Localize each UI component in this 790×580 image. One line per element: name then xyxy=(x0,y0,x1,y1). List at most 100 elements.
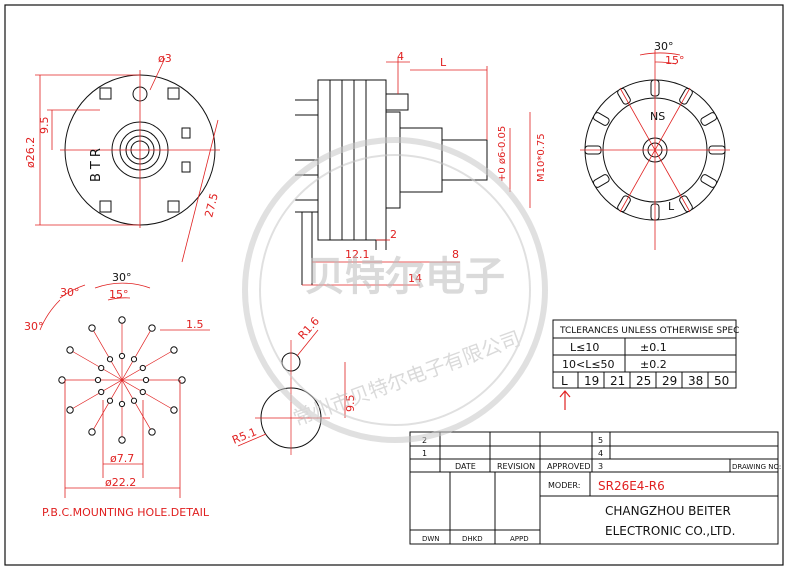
dim-body-dia: ø26.2 xyxy=(24,137,37,168)
pcb-hole xyxy=(118,436,126,444)
label-ns: NS xyxy=(650,110,665,123)
pcb-hole xyxy=(58,376,66,384)
terminal-pin xyxy=(679,87,693,105)
terminal-pin xyxy=(592,112,610,126)
tolerance-l-value: 21 xyxy=(610,374,625,388)
pcb-dim-22-2: ø22.2 xyxy=(105,476,136,489)
pcb-dim-15: 15° xyxy=(109,288,129,301)
tolerance-range-1: L≤10 xyxy=(570,341,599,354)
title-dhkd: DHKD xyxy=(462,535,483,543)
pcb-ray xyxy=(121,379,153,433)
pcb-hole xyxy=(170,406,178,414)
title-idx-3: 3 xyxy=(598,462,603,471)
hole-detail xyxy=(237,329,346,455)
pcb-hole xyxy=(148,324,156,332)
title-rev-1: 1 xyxy=(422,449,427,458)
pcb-ray xyxy=(121,349,175,381)
dim-hole-dia: ø3 xyxy=(158,52,172,65)
tolerance-range-2: 10<L≤50 xyxy=(562,358,615,371)
dim-8: 8 xyxy=(452,248,459,261)
dim-angle-15: 15° xyxy=(665,54,685,67)
pcb-ray xyxy=(69,349,123,381)
pcb-ray xyxy=(91,379,123,433)
pcb-hole-inner xyxy=(106,356,114,363)
pcb-hole-inner xyxy=(142,376,150,384)
dim-length-l: L xyxy=(440,56,447,69)
pcb-hole-inner xyxy=(94,376,102,384)
dim-2: 2 xyxy=(390,228,397,241)
dim-angle-30: 30° xyxy=(654,40,674,53)
pcb-hole-inner xyxy=(98,388,105,396)
pcb-hole-inner xyxy=(106,397,114,404)
pcb-dim-1-5: 1.5 xyxy=(186,318,204,331)
dim-9-5: 9.5 xyxy=(38,117,51,135)
title-col-revision: REVISION xyxy=(497,462,535,471)
pcb-hole xyxy=(88,324,96,332)
pcb-caption: P.B.C.MOUNTING HOLE.DETAIL xyxy=(42,506,210,519)
pcb-ray xyxy=(91,327,123,381)
pcb-ray xyxy=(121,327,153,381)
pcb-hole-inner xyxy=(139,364,146,372)
title-model-label: MODER: xyxy=(548,481,580,490)
sheet-border xyxy=(4,4,784,566)
pcb-ray xyxy=(69,379,123,411)
pcb-hole-inner xyxy=(118,400,126,408)
title-col-approved: APPROVED xyxy=(547,462,591,471)
side-view-dims xyxy=(302,58,531,286)
pcb-hole-inner xyxy=(139,388,146,396)
tolerance-l-value: 50 xyxy=(714,374,729,388)
title-model-value: SR26E4-R6 xyxy=(598,479,665,493)
terminal-pin xyxy=(679,195,693,213)
pcb-hole-inner xyxy=(130,397,138,404)
tolerance-table xyxy=(552,319,737,389)
pcb-hole xyxy=(118,316,126,324)
dim-hole-9-5: 9.5 xyxy=(344,395,357,413)
title-drawing-no: DRAWING NO: xyxy=(732,463,781,471)
arrow-up-icon xyxy=(559,390,571,410)
pcb-dim-30a: 30° xyxy=(112,271,132,284)
pcb-dim-30b: 30° xyxy=(60,286,80,299)
title-idx-4: 4 xyxy=(598,449,603,458)
terminal-pin xyxy=(617,195,631,213)
title-idx-5: 5 xyxy=(598,436,603,445)
pcb-hole xyxy=(148,428,156,436)
title-col-date: DATE xyxy=(455,462,476,471)
front-view-dims xyxy=(35,57,220,263)
rear-view-dims xyxy=(580,50,730,250)
pcb-hole xyxy=(178,376,186,384)
pcb-hole-inner xyxy=(118,352,126,360)
tolerance-l-label: L xyxy=(561,374,568,388)
terminal-pin xyxy=(700,174,718,188)
watermark-brand: 贝特尔电子 xyxy=(305,254,505,300)
terminal-pin xyxy=(617,87,631,105)
tolerance-value-2: ±0.2 xyxy=(640,358,667,371)
brand-mark: BTR xyxy=(89,144,104,182)
dim-top-4: 4 xyxy=(397,50,404,63)
title-dwn: DWN xyxy=(422,535,440,543)
tolerance-heading: TCLERANCES UNLESS OTHERWISE SPEC xyxy=(559,326,739,336)
pcb-detail xyxy=(39,282,210,498)
pcb-dim-30c: 30° xyxy=(24,320,44,333)
pcb-hole xyxy=(66,346,74,354)
tolerance-l-value: 29 xyxy=(662,374,677,388)
title-appd: APPD xyxy=(510,535,529,543)
title-block xyxy=(409,431,779,545)
dim-thread: M10*0.75 xyxy=(536,133,547,182)
dim-14: 14 xyxy=(408,272,422,285)
terminal-pin xyxy=(592,174,610,188)
dim-shaft-tol: +0 ø6-0.05 xyxy=(497,126,508,182)
tolerance-l-value: 38 xyxy=(688,374,703,388)
side-view xyxy=(295,79,488,285)
pcb-dim-7-7: ø7.7 xyxy=(110,452,134,465)
pcb-hole-inner xyxy=(130,356,138,363)
pcb-hole-inner xyxy=(98,364,105,372)
label-l: L xyxy=(668,200,675,213)
dim-12-1: 12.1 xyxy=(345,248,370,261)
tolerance-l-value: 19 xyxy=(584,374,599,388)
pcb-hole xyxy=(66,406,74,414)
terminal-pin xyxy=(700,112,718,126)
pcb-hole xyxy=(170,346,178,354)
pcb-hole xyxy=(88,428,96,436)
dim-r1-6: R1.6 xyxy=(296,315,322,342)
